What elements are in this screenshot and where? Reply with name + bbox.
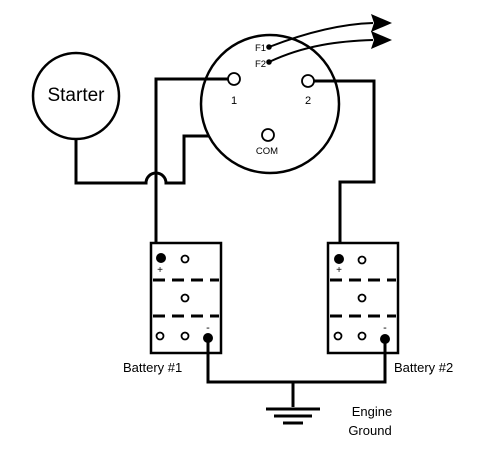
starter: Starter <box>31 51 121 141</box>
battery-2-cap-2 <box>357 293 367 303</box>
battery-2-cap-4 <box>333 331 343 341</box>
starter-label: Starter <box>47 85 105 106</box>
field-1-wire <box>268 22 374 48</box>
terminal-2-post <box>301 74 315 88</box>
battery-1-cap-3 <box>180 331 190 341</box>
battery-1-cap-2 <box>180 293 190 303</box>
ground-bus-wire <box>206 338 387 384</box>
battery-1-label: Battery #1 <box>123 360 182 375</box>
battery-1-cap-4 <box>155 331 165 341</box>
field-2-arrow-icon <box>371 31 392 49</box>
battery-2-cap-3 <box>357 331 367 341</box>
field-2-label: F2 <box>255 59 266 70</box>
switch-body <box>199 33 341 175</box>
field-1-arrow-icon <box>371 14 392 32</box>
battery-1-cap-1 <box>180 254 190 264</box>
battery-2-label: Battery #2 <box>394 360 453 375</box>
battery-2-positive-label: + <box>336 265 342 276</box>
battery-2-positive-terminal <box>334 254 344 264</box>
battery-2-cap-1 <box>357 255 367 265</box>
battery-1: + - <box>149 241 223 355</box>
battery-1-positive-terminal <box>156 253 166 263</box>
battery-1-positive-label: + <box>157 265 163 276</box>
terminal-com-post <box>261 128 275 142</box>
ground-icon <box>266 407 320 425</box>
terminal-2-to-battery-2-wire <box>314 79 376 257</box>
battery-1-negative-label: - <box>206 322 210 334</box>
engine-ground-label-line1: Engine <box>352 404 392 419</box>
field-2-wire <box>268 39 374 63</box>
battery-2: + - <box>326 241 400 355</box>
engine-ground-label-line2: Ground <box>348 423 391 438</box>
battery-selector-switch: 1 2 COM F1 F2 <box>199 33 341 175</box>
terminal-1-label: 1 <box>231 95 237 107</box>
field-1-label: F1 <box>255 43 266 54</box>
terminal-com-label: COM <box>256 146 278 157</box>
terminal-1-post <box>227 72 241 86</box>
battery-2-negative-label: - <box>383 322 387 334</box>
terminal-2-label: 2 <box>305 95 311 107</box>
terminal-1-to-battery-1-wire <box>154 77 228 256</box>
